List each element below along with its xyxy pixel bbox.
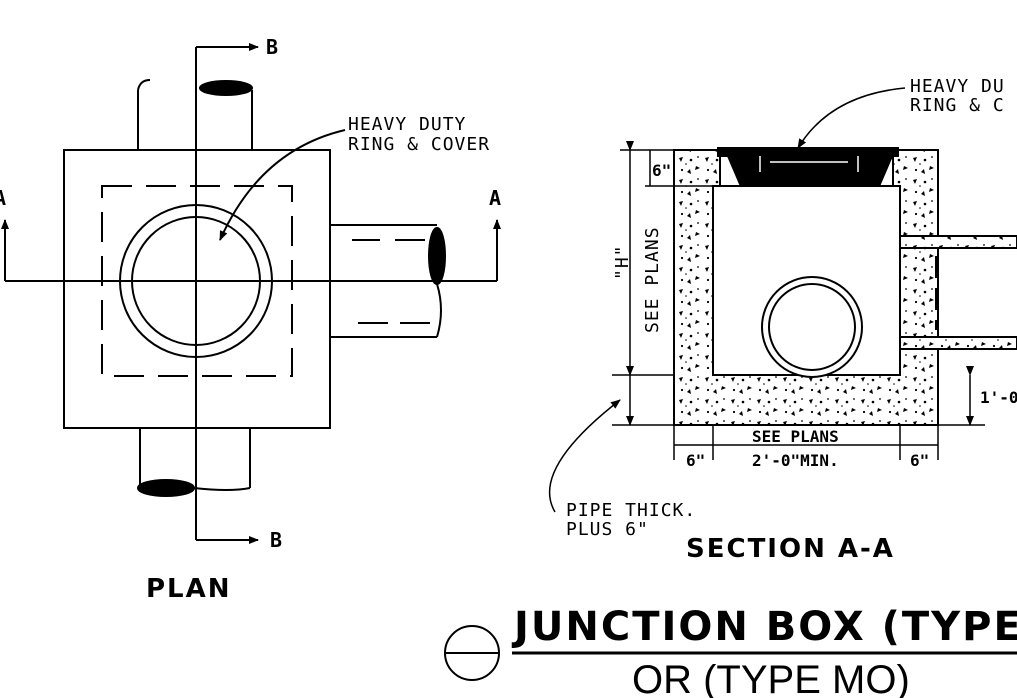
plan-callout-line2: RING & COVER bbox=[348, 134, 490, 155]
section-right-dim: 1'-0 bbox=[980, 388, 1017, 407]
section-left-wall-dim: 6" bbox=[686, 451, 705, 470]
plan-callout-leader bbox=[219, 129, 346, 241]
pipe-note-line2: PLUS 6" bbox=[566, 519, 649, 540]
section-bottom-see-plans: SEE PLANS bbox=[752, 427, 839, 446]
plan-callout-line1: HEAVY DUTY bbox=[348, 114, 466, 135]
plan-title: PLAN bbox=[146, 574, 232, 604]
section-callout-line2: RING & C bbox=[910, 95, 1005, 116]
plan-view bbox=[0, 43, 501, 544]
plan-cut-a-right: A bbox=[489, 186, 501, 210]
section-pipe-inner bbox=[768, 283, 856, 371]
plan-pipe-right bbox=[330, 224, 446, 338]
drawing-title: JUNCTION BOX (TYPE bbox=[511, 604, 1017, 650]
drawing-subtitle: OR (TYPE MO) bbox=[632, 658, 910, 698]
section-title: SECTION A-A bbox=[686, 534, 895, 564]
plan-cut-b-top: B bbox=[266, 35, 278, 59]
plan-cut-a-left: A bbox=[0, 186, 6, 210]
section-frame bbox=[717, 147, 899, 185]
plan-pipe-bottom bbox=[137, 428, 251, 497]
section-top-dim: 6" bbox=[652, 161, 671, 180]
section-pipe-outer bbox=[761, 276, 863, 378]
section-view bbox=[673, 147, 1017, 426]
pipe-note-line1: PIPE THICK. bbox=[566, 500, 696, 521]
section-bottom-min: 2'-0"MIN. bbox=[752, 451, 839, 470]
section-see-plans-vertical: SEE PLANS bbox=[642, 226, 663, 333]
section-height-label: "H" bbox=[612, 244, 633, 280]
plan-cut-b-bottom: B bbox=[270, 528, 282, 552]
plan-pipe-top bbox=[137, 79, 253, 150]
title-block bbox=[444, 625, 1017, 681]
section-side-pipe bbox=[899, 235, 1017, 350]
section-dimensions bbox=[548, 87, 985, 513]
section-callout-line1: HEAVY DU bbox=[910, 76, 1005, 97]
section-right-wall-dim: 6" bbox=[910, 451, 929, 470]
